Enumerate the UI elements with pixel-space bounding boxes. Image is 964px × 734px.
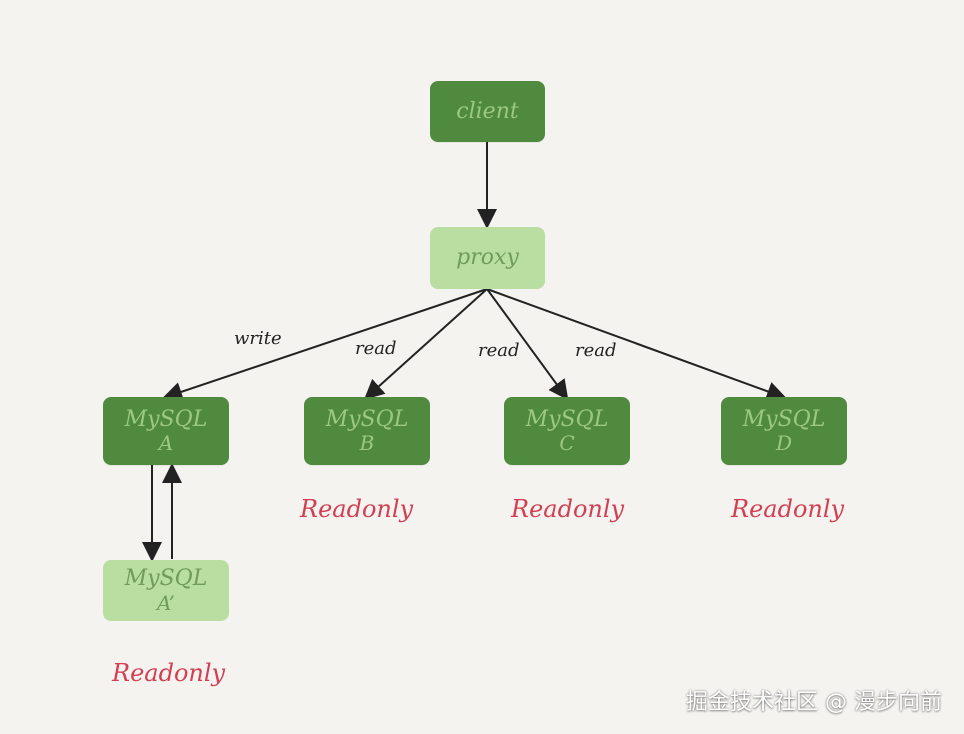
client-node-label: client xyxy=(456,98,519,124)
edge-proxy-to-mysql-c xyxy=(486,288,569,401)
readonly-label-c: Readonly xyxy=(511,495,625,523)
mysql-c-label: MySQL xyxy=(525,406,609,432)
edge-proxy-to-mysql-b xyxy=(364,288,488,400)
proxy-node-label: proxy xyxy=(456,245,519,271)
mysql-c-node: MySQL C xyxy=(504,397,630,465)
edge-proxy-to-mysql-d xyxy=(486,288,787,401)
mysql-d-label: MySQL xyxy=(742,406,826,432)
edge-label-read-c: read xyxy=(478,340,520,361)
mysql-d-sublabel: D xyxy=(775,431,793,456)
readonly-label-d: Readonly xyxy=(731,495,845,523)
mysql-b-node: MySQL B xyxy=(304,397,430,465)
proxy-node: proxy xyxy=(430,227,545,289)
client-node: client xyxy=(430,81,545,142)
mysql-d-node: MySQL D xyxy=(721,397,847,465)
edge-proxy-to-mysql-a xyxy=(162,288,488,402)
edge-label-write: write xyxy=(234,328,282,349)
watermark: 掘金技术社区 @ 漫步向前 xyxy=(686,690,942,715)
edge-label-read-d: read xyxy=(575,340,617,361)
mysql-a-label: MySQL xyxy=(124,406,208,432)
mysql-a-prime-label: MySQL xyxy=(124,566,208,592)
mysql-c-sublabel: C xyxy=(559,431,575,456)
mysql-b-label: MySQL xyxy=(325,406,409,432)
mysql-b-sublabel: B xyxy=(359,431,375,456)
mysql-a-sublabel: A xyxy=(158,431,174,456)
mysql-a-prime-sublabel: A’ xyxy=(157,590,175,615)
edge-label-read-b: read xyxy=(355,338,397,359)
readonly-label-a-prime: Readonly xyxy=(112,659,226,687)
mysql-a-prime-node: MySQL A’ xyxy=(103,560,229,621)
readonly-label-b: Readonly xyxy=(300,495,414,523)
mysql-a-node: MySQL A xyxy=(103,397,229,465)
